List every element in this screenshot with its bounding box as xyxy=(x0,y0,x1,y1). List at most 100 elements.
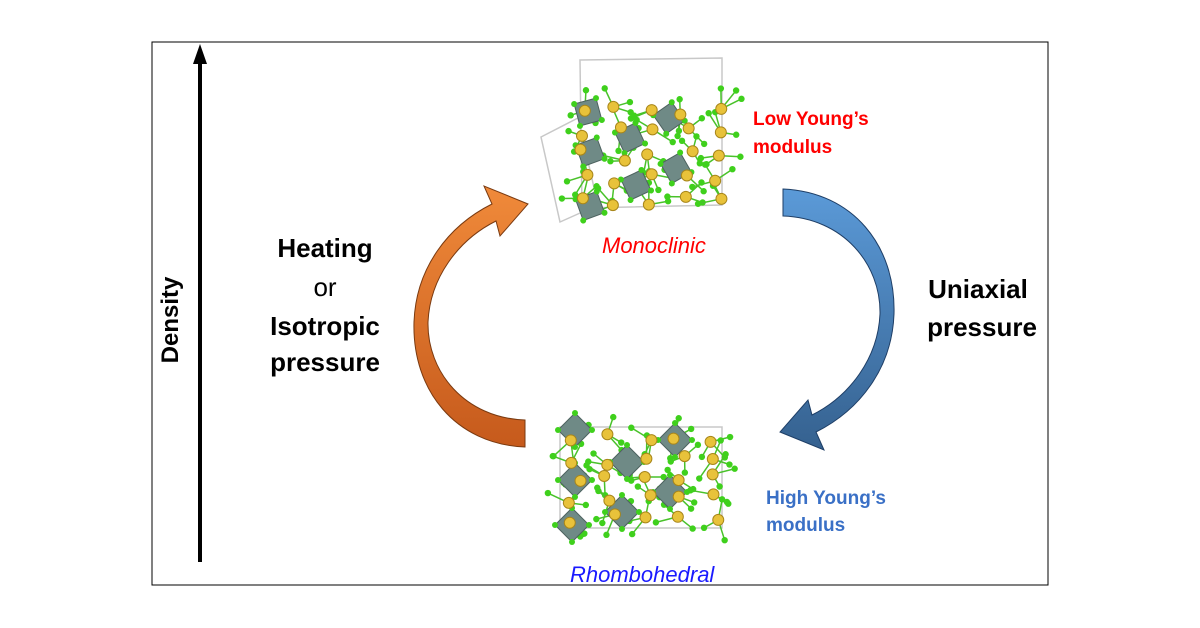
fluorine-atom xyxy=(697,154,705,162)
metal-atom xyxy=(564,434,577,447)
metal-atom xyxy=(601,428,614,441)
metal-atom xyxy=(581,168,594,181)
fluorine-atom xyxy=(733,131,740,138)
fluorine-atom xyxy=(674,132,681,140)
fluorine-atom xyxy=(602,509,608,515)
fluorine-atom xyxy=(577,122,583,129)
fluorine-atom xyxy=(732,87,740,94)
monoclinic-structure xyxy=(540,57,745,224)
fluorine-atom xyxy=(668,99,675,106)
fluorine-atom xyxy=(726,433,734,441)
fluorine-atom xyxy=(729,165,736,173)
fluorine-atom xyxy=(624,442,630,448)
fluorine-atom xyxy=(580,217,587,224)
metal-atom xyxy=(706,468,719,481)
metal-atom xyxy=(667,432,680,445)
metal-atom xyxy=(575,129,588,142)
fluorine-atom xyxy=(599,519,606,527)
metal-atom xyxy=(574,143,587,156)
fluorine-atom xyxy=(626,98,634,106)
or-text: or xyxy=(313,272,336,302)
metal-atom xyxy=(672,474,685,487)
metal-atom xyxy=(606,199,619,212)
diagram-frame xyxy=(151,41,1049,586)
density-axis-arrow xyxy=(193,44,207,562)
heating-text: Heating xyxy=(277,233,372,263)
metal-atom xyxy=(576,192,589,205)
metal-atom xyxy=(644,489,657,502)
monoclinic-label: Monoclinic xyxy=(602,233,706,258)
fluorine-atom xyxy=(589,477,595,483)
fluorine-atom xyxy=(652,519,660,526)
fluorine-atom xyxy=(571,101,578,107)
metal-atom xyxy=(674,108,687,121)
rhombohedral-label: Rhombohedral xyxy=(570,562,715,587)
fluorine-atom xyxy=(638,166,645,173)
uniaxial-pressure-arrow xyxy=(779,188,895,451)
fluorine-atom xyxy=(700,188,707,195)
fluorine-atom xyxy=(628,530,636,538)
metal-atom xyxy=(601,458,614,471)
fluorine-atom xyxy=(698,453,706,461)
isotropic-text: Isotropic xyxy=(270,311,380,341)
fluorine-atom xyxy=(582,501,590,509)
high-youngs-modulus-line1: High Young’s xyxy=(766,488,886,509)
fluorine-atom xyxy=(615,147,622,155)
fluorine-atom xyxy=(572,494,578,500)
metal-atom xyxy=(614,121,627,134)
fluorine-atom xyxy=(544,489,552,497)
fluorine-atom xyxy=(723,498,731,506)
fluorine-atom xyxy=(667,458,674,465)
fluorine-atom xyxy=(717,85,725,92)
fluorine-atom xyxy=(655,186,662,194)
fluorine-atom xyxy=(731,465,738,472)
fluorine-atom xyxy=(681,469,689,476)
metal-atom xyxy=(608,508,621,521)
fluorine-atom xyxy=(694,200,702,207)
metal-atom xyxy=(618,154,631,167)
fluorine-atom xyxy=(601,85,608,92)
low-youngs-modulus-line2: modulus xyxy=(753,137,832,158)
fluorine-atom xyxy=(687,425,695,433)
fluorine-atom xyxy=(567,112,574,119)
fluorine-atom xyxy=(628,424,635,431)
fluorine-atom xyxy=(624,476,630,482)
heating-arrow xyxy=(413,185,529,448)
fluorine-atom xyxy=(718,496,726,503)
low-youngs-modulus-line1: Low Young’s xyxy=(753,109,869,130)
fluorine-atom xyxy=(555,427,561,433)
fluorine-atom xyxy=(667,506,673,512)
fluorine-atom xyxy=(696,475,703,482)
metal-atom xyxy=(671,510,684,523)
fluorine-atom xyxy=(668,180,675,187)
fluorine-atom xyxy=(705,109,712,117)
density-axis-label: Density xyxy=(157,276,184,363)
fluorine-atom xyxy=(618,439,625,446)
fluorine-atom xyxy=(619,526,625,532)
metal-atom xyxy=(645,434,658,447)
fluorine-atom xyxy=(660,473,667,481)
fluorine-atom xyxy=(698,179,705,186)
fluorine-atom xyxy=(664,466,671,474)
fluorine-atom xyxy=(594,484,601,491)
fluorine-atom xyxy=(716,483,723,490)
fluorine-atom xyxy=(678,137,686,145)
fluorine-atom xyxy=(580,163,587,170)
fluorine-atom xyxy=(701,161,709,168)
metal-atom xyxy=(707,488,720,501)
fluorine-atom xyxy=(558,195,566,202)
fluorine-atom xyxy=(664,193,671,200)
fluorine-atom xyxy=(593,95,599,102)
heating-label: Heating or Isotropic pressure xyxy=(270,233,380,377)
fluorine-atom xyxy=(676,96,683,103)
metal-atom xyxy=(678,450,691,463)
metal-atom xyxy=(641,148,654,161)
metal-atom xyxy=(574,474,587,487)
uniaxial-text: Uniaxial xyxy=(928,274,1028,304)
fluorine-atom xyxy=(583,462,590,469)
fluorine-atom xyxy=(586,522,592,528)
fluorine-atom xyxy=(675,415,682,422)
fluorine-atom xyxy=(689,437,695,443)
metal-atom xyxy=(578,104,591,117)
octahedron xyxy=(609,444,645,480)
